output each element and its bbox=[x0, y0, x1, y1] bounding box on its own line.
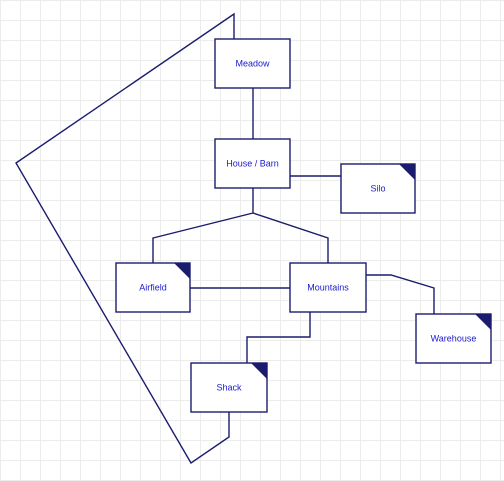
node-house-barn[interactable]: House / Barn bbox=[214, 138, 291, 189]
node-label: Shack bbox=[216, 383, 242, 393]
node-box bbox=[415, 313, 492, 364]
node-box bbox=[340, 163, 416, 214]
node-shack[interactable]: Shack bbox=[190, 362, 268, 413]
node-warehouse[interactable]: Warehouse bbox=[415, 313, 492, 364]
node-label: House / Barn bbox=[226, 159, 279, 169]
corner-marker-icon bbox=[251, 363, 267, 379]
corner-marker-icon bbox=[399, 164, 415, 180]
connector-house-barn-to-airfield[interactable] bbox=[152, 188, 254, 263]
node-box bbox=[115, 262, 191, 313]
node-label: Mountains bbox=[307, 283, 349, 293]
connector-shack-to-meadow[interactable] bbox=[15, 12, 235, 465]
node-box bbox=[190, 362, 268, 413]
connector-mountains-to-shack[interactable] bbox=[246, 312, 311, 363]
node-box bbox=[214, 138, 291, 189]
corner-marker-icon bbox=[475, 314, 491, 330]
node-meadow[interactable]: Meadow bbox=[214, 38, 291, 89]
connector-mountains-to-warehouse[interactable] bbox=[366, 274, 435, 314]
node-label: Meadow bbox=[235, 59, 270, 69]
connector-house-barn-to-mountains[interactable] bbox=[252, 212, 329, 263]
node-box bbox=[289, 262, 367, 313]
node-mountains[interactable]: Mountains bbox=[289, 262, 367, 313]
node-label: Airfield bbox=[139, 283, 167, 293]
node-label: Warehouse bbox=[431, 334, 477, 344]
connections-layer bbox=[15, 12, 435, 465]
node-airfield[interactable]: Airfield bbox=[115, 262, 191, 313]
corner-marker-icon bbox=[174, 263, 190, 279]
node-label: Silo bbox=[370, 184, 385, 194]
node-silo[interactable]: Silo bbox=[340, 163, 416, 214]
node-box bbox=[214, 38, 291, 89]
